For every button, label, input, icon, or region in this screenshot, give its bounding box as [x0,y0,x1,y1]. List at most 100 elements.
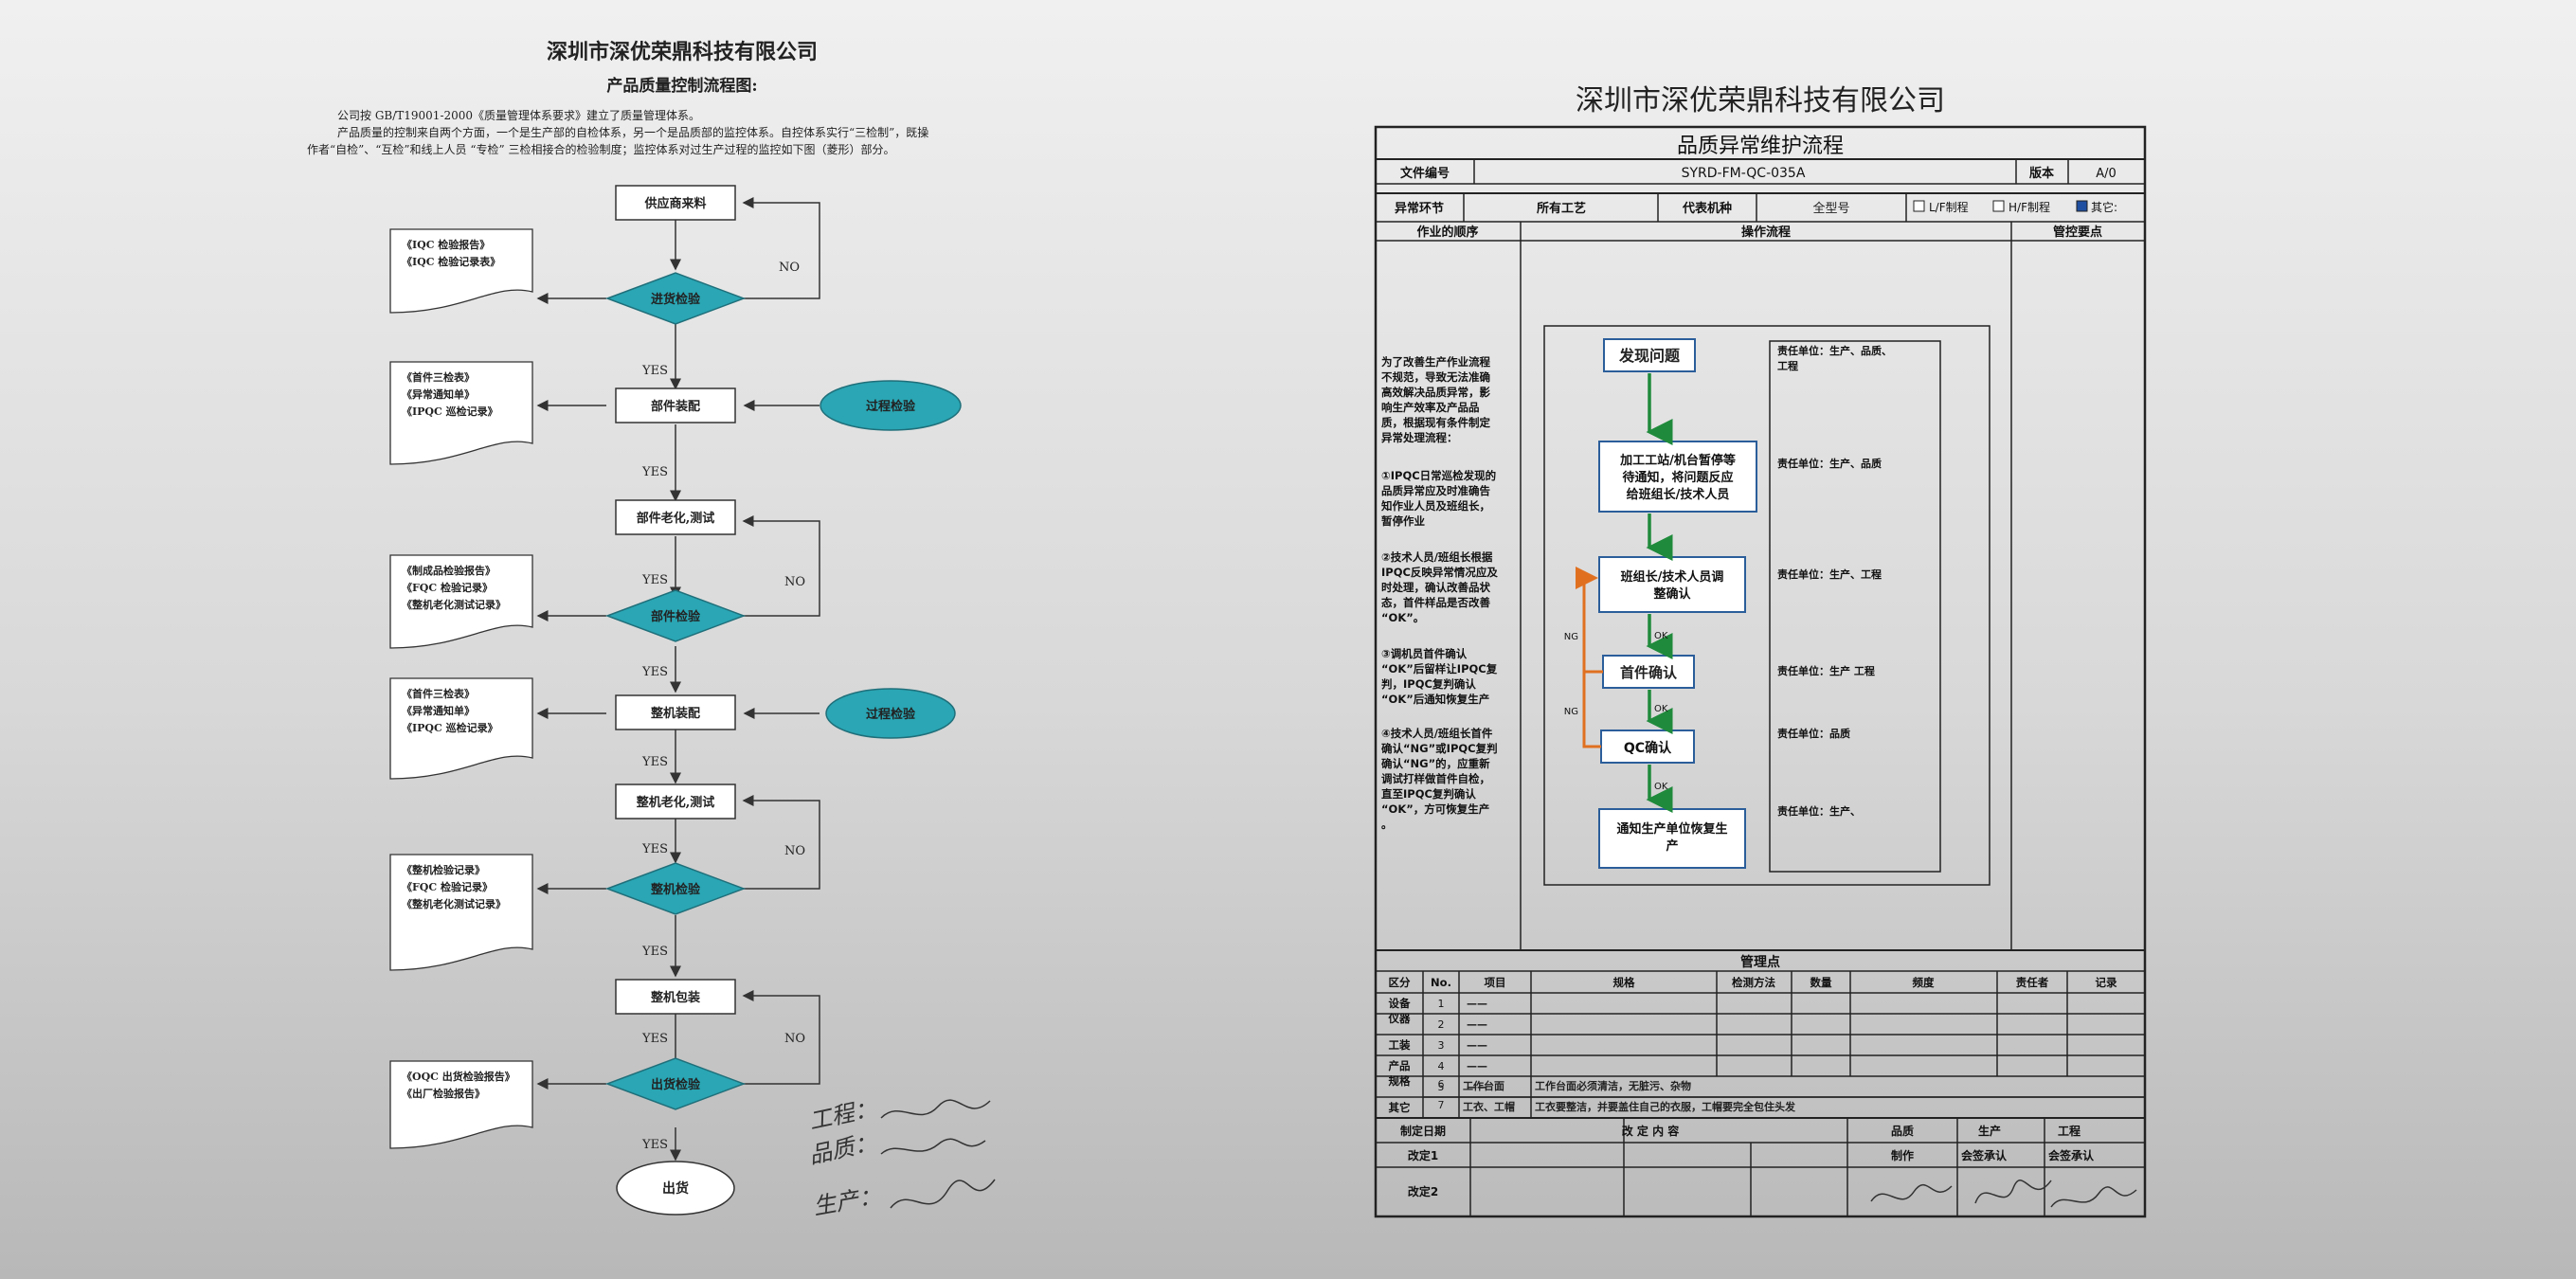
row-no: 2 [1438,1018,1445,1031]
yes-label-4: YES [641,665,668,679]
part-assembly-label: 部件装配 [651,399,700,414]
yes-label-1: YES [641,364,668,378]
row-item: —— [1467,1039,1487,1052]
ng-loop-1 [1576,567,1603,674]
doc3-line1: 《制成品检验报告》 [402,564,495,577]
quality-abnormal-process-form: 深圳市深优荣鼎科技有限公司 品质异常维护流程 文件编号 SYRD-FM-QC-0… [1374,84,2147,1218]
row-item: —— [1467,1081,1487,1093]
seq-line: 时处理，确认改善品状 [1381,581,1490,594]
flow-step-resume-line: 产 [1666,838,1678,854]
quality-abnormal-process-document: 深圳市深优荣鼎科技有限公司 品质异常维护流程 文件编号 SYRD-FM-QC-0… [1364,74,2151,1230]
flow-step-qc-label: QC确认 [1624,740,1672,756]
seq-line: 品质异常应及时准确告 [1381,484,1490,497]
left-subtitle: 产品质量控制流程图: [606,76,757,96]
ship-ellipse [616,1161,735,1216]
doc1-line1: 《IQC 检验报告》 [402,238,490,251]
machine-aging-label: 整机老化,测试 [636,795,715,810]
footer-production-label: 生产 [1978,1124,2001,1138]
category-spec: 规格 [1389,1074,1411,1088]
version-value: A/0 [2096,167,2117,181]
doc3-line2: 《FQC 检验记录》 [402,581,493,594]
flow-step-adjust [1598,556,1746,613]
resp-line: 责任单位：生产、 [1777,804,1861,818]
yes-label-3: YES [641,573,668,587]
checkbox-other[interactable] [2076,200,2088,212]
ok-label-3: OK [1654,782,1668,792]
category-spec: 产品 [1389,1059,1411,1072]
seq-line: 为了改善生产作业流程 [1381,355,1490,369]
resp-line: 责任单位：生产 工程 [1777,664,1875,677]
management-points-title: 管理点 [1740,954,1780,970]
yes-label-8: YES [641,1032,668,1046]
ship-label: 出货 [662,1180,689,1197]
col-sequence-header: 作业的顺序 [1416,225,1478,240]
doc2-line3: 《IPQC 巡检记录》 [402,405,498,418]
footer-signatures [1870,1180,2137,1208]
footer-rev1-label: 改定1 [1408,1148,1438,1162]
seq-line: 确认“NG”或IPQC复判 [1381,742,1498,755]
resp-line: 责任单位：生产、品质、 [1777,344,1892,357]
seq-line: ②技术人员/班组长根据 [1381,550,1493,564]
incoming-inspection-diamond [604,272,747,325]
part-aging-box [615,499,736,535]
header-frequency: 频度 [1913,976,1935,989]
doc4-line2: 《异常通知单》 [402,704,475,717]
row-item: —— [1467,1060,1487,1072]
checkbox-lf-label: L/F制程 [1929,200,1969,214]
machine-pack-box [615,979,736,1015]
doc6-line2: 《出厂检验报告》 [402,1087,485,1100]
part-inspection-label: 部件检验 [651,609,701,624]
seq-line: 异常处理流程： [1381,431,1458,444]
signature-engineering: 工程： [806,1095,878,1135]
form-frame [1374,125,2147,1218]
management-table-grid [1376,949,2145,1216]
right-company-title: 深圳市深优荣鼎科技有限公司 [1576,84,1945,117]
flow-step-pause-line: 待通知，将问题反应 [1621,470,1733,485]
left-company-title: 深圳市深优荣鼎科技有限公司 [547,40,818,64]
doc-shape-6 [389,1060,533,1149]
row-no: 3 [1438,1039,1445,1052]
machine-inspection-label: 整机检验 [650,882,701,897]
flow-step-pause [1598,441,1757,513]
ng-loop-2 [1582,672,1601,748]
flow-step-discover [1603,338,1696,372]
doc-shape-2 [389,361,533,465]
checkbox-hf-label: H/F制程 [2009,200,2050,214]
supplier-label: 供应商来料 [643,196,706,211]
flow-step-adjust-line: 班组长/技术人员调 [1621,569,1724,585]
seq-line: 高效解决品质异常，影 [1381,386,1490,399]
checkbox-hf[interactable] [1992,200,2005,212]
left-intro-line2: 产品质量的控制来自两个方面，一个是生产部的自检体系，另一个是品质部的监控体系。自… [337,125,928,139]
doc2-line1: 《首件三检表》 [402,370,475,384]
flow-step-adjust-line: 整确认 [1652,586,1691,602]
sequence-description: 为了改善生产作业流程 不规范，导致无法准确 高效解决品质异常，影 响生产效率及产… [1380,355,1498,831]
seq-line: 暂停作业 [1381,514,1425,528]
category-equipment: 仪器 [1388,1012,1411,1025]
seq-line: “OK”，方可恢复生产 [1381,802,1489,816]
col-flow-header: 操作流程 [1741,225,1791,240]
header-no: No. [1431,976,1451,989]
incoming-inspection-label: 进货检验 [651,292,701,307]
part-assembly-box [615,387,736,423]
seq-line: 响生产效率及产品品 [1381,401,1480,414]
signature-scribbles [880,1099,996,1209]
doc3-line3: 《整机老化测试记录》 [402,598,506,611]
machine-inspection-diamond [604,862,747,915]
category-equipment: 设备 [1389,997,1411,1010]
left-intro-line1: 公司按 GB/T19001-2000《质量管理体系要求》建立了质量管理体系。 [337,108,700,122]
flow-step-pause-line: 加工工站/机台暂停等 [1619,453,1736,468]
quality-control-flowchart-document: 深圳市深优荣鼎科技有限公司 产品质量控制流程图: 公司按 GB/T19001-2… [284,28,1118,1241]
resp-line: 责任单位：生产、工程 [1777,567,1882,581]
seq-line: 知作业人员及班组长， [1380,499,1490,513]
seq-line: IPQC反映异常情况应及 [1381,566,1498,579]
doc4-line3: 《IPQC 巡检记录》 [402,721,498,734]
part-inspection-diamond [604,589,747,642]
doc-no-label: 文件编号 [1400,166,1450,181]
model-value: 全型号 [1812,201,1849,216]
footer-approve1-label: 会签承认 [1961,1148,2008,1162]
no-label-2: NO [784,575,805,589]
checkbox-lf[interactable] [1913,200,1925,212]
seq-line: 调试打样做首件自检， [1381,772,1490,785]
header-method: 检测方法 [1732,976,1775,989]
resp-line: 责任单位：生产、品质 [1777,457,1882,470]
